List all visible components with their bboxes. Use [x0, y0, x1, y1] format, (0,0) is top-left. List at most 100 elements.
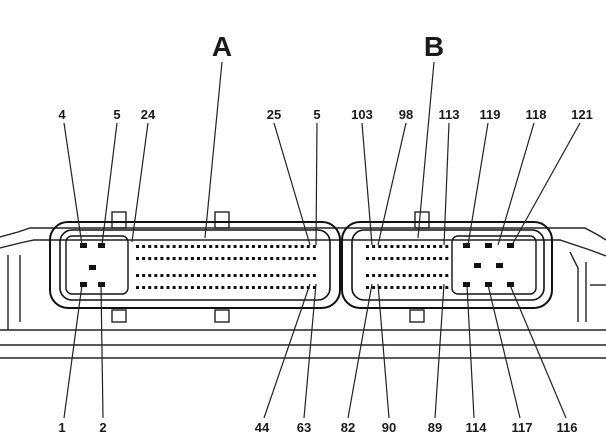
pin-socket — [190, 257, 194, 260]
pin-socket — [172, 274, 176, 277]
pin-socket — [396, 274, 400, 277]
pin-socket — [366, 245, 369, 248]
pin-socket — [408, 245, 412, 248]
pin-socket — [258, 257, 261, 260]
pin-socket — [433, 274, 437, 277]
pin-socket — [372, 274, 376, 277]
pin-socket — [390, 245, 394, 248]
pin-socket — [427, 245, 430, 248]
pin-socket — [427, 286, 430, 289]
pin-socket — [197, 245, 200, 248]
pin-socket — [148, 245, 152, 248]
pin-socket — [276, 274, 280, 277]
pin-socket — [190, 286, 194, 289]
pin-socket — [396, 245, 400, 248]
pin-socket — [166, 274, 170, 277]
pin-socket — [402, 286, 406, 289]
pin-socket — [197, 286, 200, 289]
pin-socket — [203, 245, 207, 248]
pin-socket — [258, 245, 261, 248]
pin-socket — [270, 286, 274, 289]
pin-socket — [190, 245, 194, 248]
pin-socket — [251, 274, 255, 277]
pin-socket — [378, 245, 382, 248]
pin-socket — [197, 257, 200, 260]
pin-socket — [366, 286, 369, 289]
pin-socket — [160, 245, 164, 248]
pin-socket — [282, 245, 286, 248]
pin-socket — [172, 286, 176, 289]
pin-socket — [258, 274, 261, 277]
pin-label: 4 — [58, 107, 66, 122]
pin-label: 121 — [571, 107, 593, 122]
pin-socket — [390, 274, 394, 277]
ecu-housing — [0, 211, 606, 359]
pin-socket — [178, 286, 182, 289]
pin-socket — [378, 257, 382, 260]
pin-socket — [294, 257, 298, 260]
pin-socket — [136, 245, 139, 248]
pin-socket — [445, 274, 449, 277]
pin-socket — [184, 286, 188, 289]
pin-socket — [270, 245, 274, 248]
pin-socket — [136, 257, 139, 260]
pin-socket — [264, 257, 268, 260]
pin-socket — [420, 274, 424, 277]
pin-socket — [166, 245, 170, 248]
pin-socket — [294, 245, 298, 248]
pin-socket — [276, 245, 280, 248]
pin-socket — [154, 286, 158, 289]
pin-socket — [160, 257, 164, 260]
pin-socket — [270, 274, 274, 277]
pin-label: 118 — [526, 107, 547, 122]
pin-socket — [282, 274, 286, 277]
pin-socket — [378, 274, 382, 277]
pin-socket — [203, 286, 207, 289]
pin-socket — [288, 245, 292, 248]
pin-socket — [209, 257, 213, 260]
pin-label: 82 — [341, 420, 355, 435]
pin-socket — [427, 274, 430, 277]
pin-label: 24 — [141, 107, 156, 122]
pin-socket — [445, 245, 449, 248]
pin-socket — [372, 245, 376, 248]
pin-label: 116 — [557, 420, 578, 435]
pin-socket — [209, 245, 213, 248]
pin-label: 89 — [428, 420, 442, 435]
leader-lines — [63, 61, 581, 419]
pin-socket — [439, 245, 443, 248]
pin-socket — [288, 274, 292, 277]
pin-socket — [245, 245, 249, 248]
pin-socket — [378, 286, 382, 289]
pin-socket — [160, 274, 164, 277]
pin-socket — [372, 286, 376, 289]
pin-socket — [420, 286, 424, 289]
pin-socket — [148, 257, 152, 260]
pin-socket — [433, 257, 437, 260]
pin-socket — [300, 245, 304, 248]
pin-socket — [215, 245, 219, 248]
pin-socket — [233, 274, 237, 277]
pin-socket — [420, 245, 424, 248]
pin-socket — [300, 257, 304, 260]
pin-socket — [306, 245, 310, 248]
pin-socket — [251, 245, 255, 248]
pin-socket — [227, 245, 231, 248]
connector-a-pin-field — [136, 245, 316, 289]
pin-socket — [184, 257, 188, 260]
pin-label: 5 — [313, 107, 320, 122]
pin-label: 117 — [512, 420, 533, 435]
pin-socket — [288, 286, 292, 289]
pin-label: 63 — [297, 420, 311, 435]
pin-socket — [172, 245, 176, 248]
pin-label: 44 — [255, 420, 270, 435]
top-pin-labels: 4 5 24 25 5 103 98 113 119 118 121 — [58, 107, 592, 122]
pin-socket — [445, 286, 449, 289]
bottom-pin-labels: 1 2 44 63 82 90 89 114 117 116 — [58, 420, 577, 435]
pin-socket — [427, 257, 430, 260]
connector-b-pin-field — [366, 245, 449, 289]
pin-socket — [366, 257, 369, 260]
connector-b — [341, 221, 553, 309]
pin-socket — [282, 257, 286, 260]
